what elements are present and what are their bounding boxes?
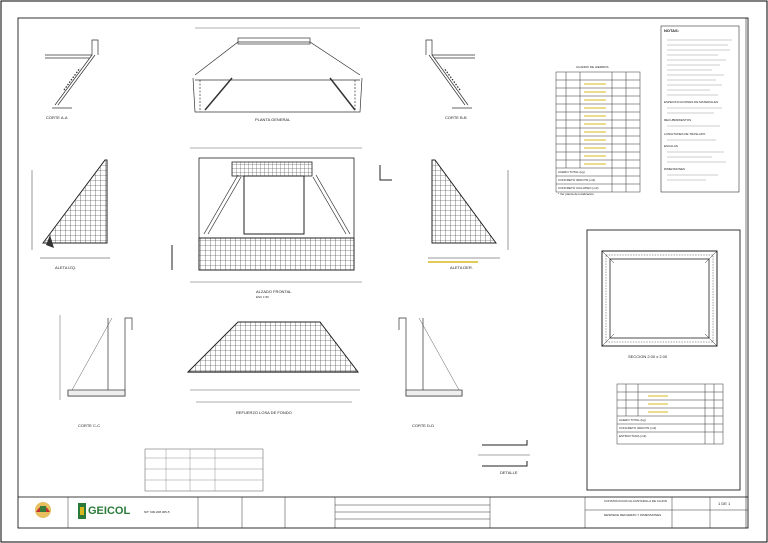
sheet-content: DESPIECE REFUERZO Y DIMENSIONES [604,513,662,517]
sheet-number: 1 DE 1 [718,501,731,506]
section-d-view [398,317,463,397]
schedule2-total-concrete: CONCRETO 3000 PSI (m3) [619,426,657,430]
notes-section-cover: RECUBRIMIENTOS [664,118,692,122]
schedule-title: CUADRO DE HIERROS [576,65,609,69]
frame-border [17,17,749,529]
geicol-logo [78,503,86,519]
section-c-caption: CORTE C-C [78,423,101,428]
revision-table [144,448,264,492]
rebar-schedule-table [555,71,641,193]
plan-view [192,27,363,113]
section-b-caption: CORTE B-B [445,115,467,120]
schedule-total-steel: ACERO TOTAL (kg) [558,170,585,174]
detail-caption: DETALLE [500,470,518,475]
company-nit: NIT: 900.208.305-5 [144,510,170,514]
scale-label: ESC 1:50 [256,295,269,299]
left-wing-view [31,159,110,259]
left-wing-caption: ALETA IZQ. [55,265,77,270]
company-name: GEICOL [88,505,131,517]
box-culvert-caption: SECCION 2.00 x 2.00 [628,354,668,359]
section-c-view [59,315,133,400]
schedule-total-cyclopean: CONCRETO CICLOPEO (m3) [558,186,599,190]
schedule2-total-steel: ACERO TOTAL (kg) [619,418,646,422]
stirrup-details [478,440,530,467]
schedule-footnote: * Ver planta de localizacion [558,192,595,196]
notes-title: NOTAS: [664,28,680,33]
base-slab-reinforcement-view [186,321,360,403]
base-slab-caption: REFUERZO LOSA DE FONDO [236,410,292,415]
schedule2-total-structure: ESTRUCTURA (m3) [619,434,647,438]
notes-section-laps: LONGITUDES DE TRASLAPO [664,132,706,136]
section-a-view [45,39,99,109]
seal-logo [35,502,51,518]
plan-caption: PLANTA GENERAL [255,117,291,122]
notes-section-scales: ESCALAS [664,144,678,148]
notes-section-materials: ESPECIFICACIONES DE MATERIALES [664,100,718,104]
notes-box [660,25,740,193]
box-culvert-panel [586,229,741,491]
right-wing-caption: ALETA DER. [450,265,473,270]
section-b-view [425,39,475,109]
project-title: CONSTRUCCION ALCANTARILLA DE CAJON [604,499,667,503]
notes-section-dimensions: DIMENSIONES [664,167,686,171]
title-block [67,497,748,528]
elevation-caption: ALZADO FRONTAL [256,289,292,294]
front-elevation-view [171,147,362,283]
section-a-caption: CORTE A-A [46,115,68,120]
right-wing-view [379,159,509,263]
schedule-total-concrete: CONCRETO 3000 PSI (m3) [558,178,596,182]
section-d-caption: CORTE D-D [412,423,435,428]
